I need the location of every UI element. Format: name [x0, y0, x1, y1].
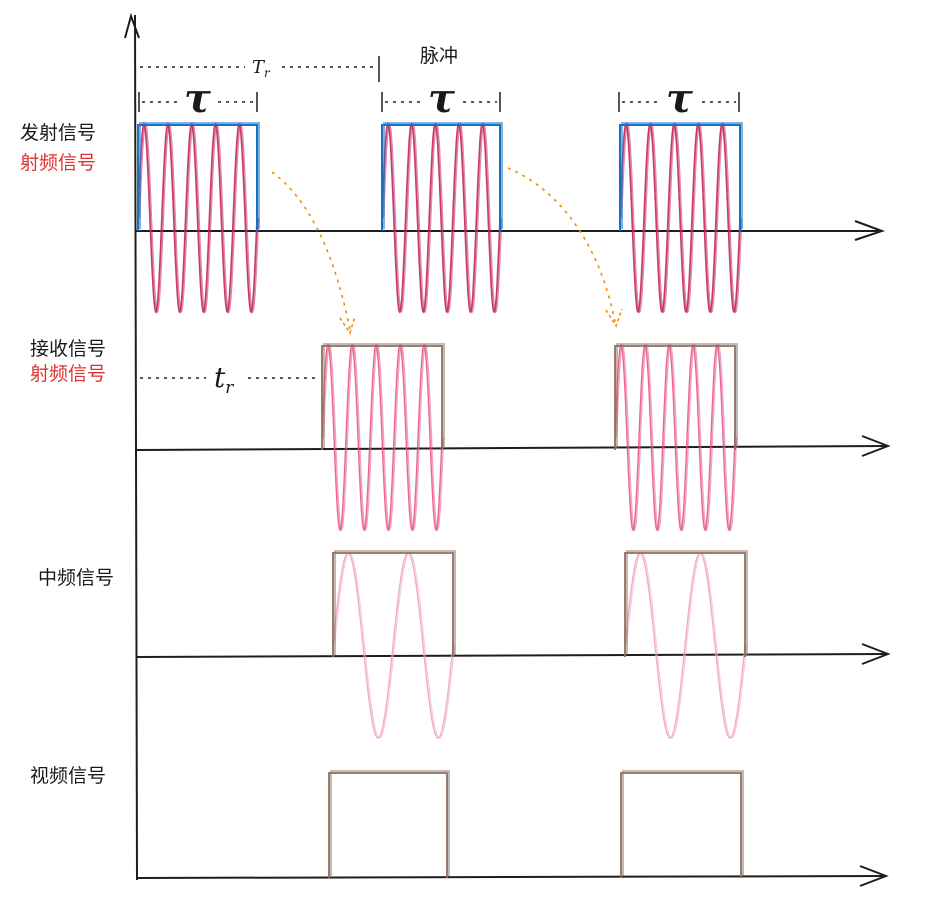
label-pulse: 脉冲 [420, 45, 459, 67]
receive-envelope [614, 345, 736, 450]
label-video-signal: 视频信号 [30, 765, 107, 787]
transmit-envelope [619, 124, 741, 231]
if-carrier-wave [624, 552, 746, 739]
pulse-width-dimension-2: τ [381, 75, 501, 122]
transmit-carrier-wave [137, 122, 258, 314]
label-if-signal: 中频信号 [38, 567, 115, 589]
transmit-envelope [621, 122, 743, 229]
video-envelope [620, 772, 742, 878]
if-carrier-wave [625, 552, 748, 739]
transmit-rf-carrier [137, 122, 743, 314]
pulse-width-dimension-3: τ [618, 75, 740, 122]
delay-dimension: tr [140, 361, 316, 398]
video-envelope [622, 770, 744, 876]
echo-hint-arrow-1 [271, 171, 356, 335]
pulse-width-symbol: τ [184, 75, 211, 122]
transmit-envelope [139, 122, 260, 229]
if-carrier-wave [333, 552, 456, 739]
delay-symbol: tr [214, 361, 234, 398]
transmit-envelope [381, 124, 501, 231]
time-axis-receive [136, 435, 891, 457]
if-envelope [624, 552, 746, 657]
label-rf-signal-rx: 射频信号 [30, 363, 107, 385]
transmit-carrier-wave [619, 122, 741, 314]
if-pulse-envelope [332, 550, 748, 657]
if-envelope [626, 550, 748, 655]
transmit-carrier-wave [381, 122, 501, 314]
receive-carrier-wave [615, 343, 738, 532]
transmit-envelope [137, 124, 258, 231]
label-transmit-signal: 发射信号 [20, 122, 97, 144]
if-carrier-wave [332, 552, 454, 739]
receive-envelope [321, 345, 443, 450]
receive-carrier-wave [614, 343, 736, 532]
pulse-width-symbol: τ [666, 75, 693, 122]
video-envelope [330, 770, 450, 876]
transmit-carrier-wave [138, 122, 260, 314]
vertical-axis [124, 12, 140, 881]
if-carrier [332, 552, 748, 739]
echo-hint-arrow-2 [507, 167, 623, 328]
period-symbol: Tr [252, 57, 271, 80]
label-receive-signal: 接收信号 [30, 338, 107, 360]
receive-carrier-wave [322, 343, 445, 532]
period-dimension: Tr [140, 56, 380, 82]
transmit-carrier-wave [620, 122, 743, 314]
if-envelope [332, 552, 454, 657]
label-rf-signal-tx: 射频信号 [20, 152, 97, 174]
receive-rf-carrier [321, 343, 738, 532]
receive-carrier-wave [321, 343, 443, 532]
receive-envelope [616, 343, 738, 448]
video-envelope [328, 772, 448, 878]
video-pulse [328, 770, 744, 878]
time-axis-video [137, 865, 889, 887]
transmit-envelope [383, 122, 503, 229]
transmit-carrier-wave [382, 122, 503, 314]
time-axis-if [136, 643, 891, 665]
if-envelope [334, 550, 456, 655]
time-axis-transmit [135, 220, 886, 241]
transmit-pulse-envelope [137, 122, 743, 231]
receive-pulse-envelope [321, 343, 738, 450]
receive-envelope [323, 343, 445, 448]
pulse-width-dimension-1: τ [138, 75, 258, 122]
pulse-width-symbol: τ [428, 75, 455, 122]
